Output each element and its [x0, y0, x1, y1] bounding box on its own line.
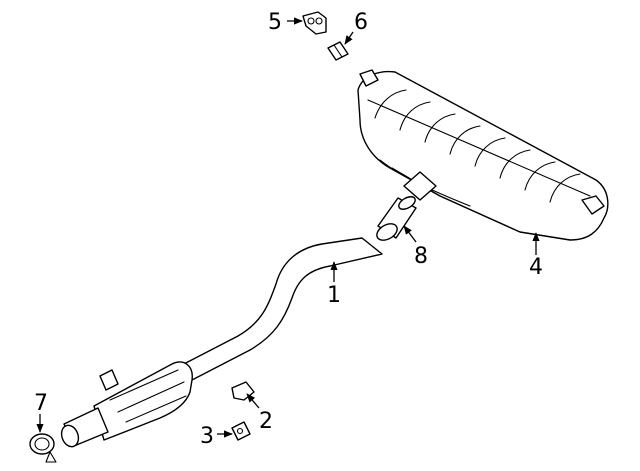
- callout-2: 2: [259, 409, 273, 434]
- insulator-3: [231, 421, 251, 441]
- callout-7: 7: [34, 391, 48, 416]
- muffler: [357, 69, 609, 241]
- clamp: [29, 433, 57, 463]
- hanger-2: [231, 381, 255, 401]
- callout-5: 5: [268, 10, 282, 35]
- leader-lines: [36, 17, 540, 438]
- callout-4: 4: [529, 255, 543, 280]
- callout-8: 8: [414, 244, 428, 269]
- connector-pipe: [376, 196, 417, 241]
- hanger-bracket: [302, 11, 327, 35]
- insulator-6: [327, 41, 349, 61]
- callout-1: 1: [327, 283, 341, 308]
- callout-3: 3: [200, 424, 214, 449]
- callout-6: 6: [354, 10, 368, 35]
- catalytic-converter: [60, 361, 193, 448]
- intermediate-pipe: [179, 237, 383, 381]
